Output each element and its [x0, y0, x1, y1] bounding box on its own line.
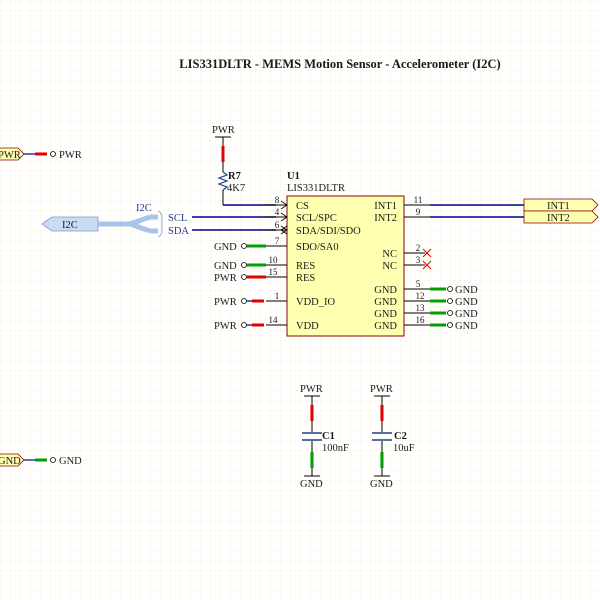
pwr-label: PWR [214, 297, 237, 308]
pin-num: 4 [275, 207, 280, 217]
gnd-label: GND [455, 285, 478, 296]
pin5-gnd-stub[interactable]: GND [430, 285, 478, 296]
capacitor-c2[interactable]: PWR GND C2 10uF [370, 384, 415, 490]
pin14-pwr-stub[interactable]: PWR [214, 321, 264, 332]
pin13-gnd-stub[interactable]: GND [430, 309, 478, 320]
c1-gnd-label: GND [300, 479, 323, 490]
pin7-gnd-stub[interactable]: GND [214, 242, 266, 253]
pin15-pwr-stub[interactable]: PWR [214, 273, 266, 284]
pin-num: 9 [416, 207, 421, 217]
pin-name: CS [296, 201, 309, 212]
pin-num: 6 [275, 220, 280, 230]
gnd-label: GND [455, 321, 478, 332]
c1-ref: C1 [322, 431, 335, 442]
pin-name: NC [382, 261, 397, 272]
offpage-pwr-label: PWR [0, 150, 21, 161]
pin-num: 14 [269, 315, 279, 325]
offpage-pwr-connector[interactable]: PWR PWR [0, 147, 82, 161]
pin-num: 7 [275, 236, 280, 246]
pin-num: 5 [416, 279, 421, 289]
c1-pwr-label: PWR [300, 384, 323, 395]
pin-name: GND [374, 297, 397, 308]
c2-gnd-label: GND [370, 479, 393, 490]
int1-net[interactable]: INT1 [430, 198, 599, 212]
pin-name: GND [374, 309, 397, 320]
scl-net-label: SCL [168, 213, 187, 224]
pin-num: 2 [416, 243, 421, 253]
pin-num: 15 [269, 267, 279, 277]
pin-name: VDD [296, 321, 319, 332]
pin-name: RES [296, 273, 315, 284]
pwr-label: PWR [214, 321, 237, 332]
pin-name: GND [374, 321, 397, 332]
pin-name: SCL/SPC [296, 213, 337, 224]
i2c-bus-label: I2C [136, 203, 152, 214]
pin-num: 3 [416, 255, 421, 265]
pin-name: VDD_IO [296, 297, 335, 308]
pwr-label: PWR [214, 273, 237, 284]
offpage-gnd-net-label: GND [59, 456, 82, 467]
pin-num: 1 [275, 291, 280, 301]
pin-num: 12 [416, 291, 425, 301]
c1-value: 100nF [322, 443, 349, 454]
pin-name: INT2 [374, 213, 397, 224]
u1-part: LIS331DLTR [287, 183, 345, 194]
pin-name: SDA/SDI/SDO [296, 226, 361, 237]
pin-name: GND [374, 285, 397, 296]
pin-name: RES [296, 261, 315, 272]
offpage-pwr-net-label: PWR [59, 150, 82, 161]
nc-marker-pin2 [422, 248, 432, 258]
pin1-pwr-stub[interactable]: PWR [214, 297, 264, 308]
r7-pwr-label: PWR [212, 125, 235, 136]
pin-num: 8 [275, 195, 280, 205]
u1-body [286, 195, 405, 337]
pin-num: 11 [414, 195, 423, 205]
int2-net[interactable]: INT2 [430, 210, 599, 224]
pin16-gnd-stub[interactable]: GND [430, 321, 478, 332]
r7-ref: R7 [228, 171, 241, 182]
sheet-title: LIS331DLTR - MEMS Motion Sensor - Accele… [179, 57, 500, 71]
c2-value: 10uF [393, 443, 415, 454]
pin-num: 16 [416, 315, 426, 325]
pin12-gnd-stub[interactable]: GND [430, 297, 478, 308]
gnd-label: GND [214, 242, 237, 253]
pin-num: 10 [269, 255, 279, 265]
int1-port-label: INT1 [547, 201, 570, 212]
pin-name: NC [382, 249, 397, 260]
ic-u1[interactable]: U1 LIS331DLTR 8 4 6 7 10 15 1 14 CS SCL/… [266, 171, 430, 337]
pin10-gnd-stub[interactable]: GND [214, 261, 266, 272]
pin-num: 13 [416, 303, 426, 313]
c2-ref: C2 [394, 431, 407, 442]
i2c-bus-harness[interactable]: I2C I2C SCL SDA [41, 203, 189, 238]
gnd-label: GND [455, 297, 478, 308]
sda-net-label: SDA [168, 226, 189, 237]
pin-name: INT1 [374, 201, 397, 212]
offpage-gnd-connector[interactable]: GND GND [0, 453, 82, 467]
c2-pwr-label: PWR [370, 384, 393, 395]
int2-port-label: INT2 [547, 213, 570, 224]
i2c-port-label: I2C [62, 220, 78, 231]
gnd-label: GND [455, 309, 478, 320]
gnd-label: GND [214, 261, 237, 272]
nc-marker-pin3 [422, 260, 432, 270]
pin-name: SDO/SA0 [296, 242, 339, 253]
capacitor-c1[interactable]: PWR GND C1 100nF [300, 384, 349, 490]
r7-value: 4K7 [227, 183, 245, 194]
u1-ref: U1 [287, 171, 300, 182]
offpage-gnd-label: GND [0, 456, 21, 467]
